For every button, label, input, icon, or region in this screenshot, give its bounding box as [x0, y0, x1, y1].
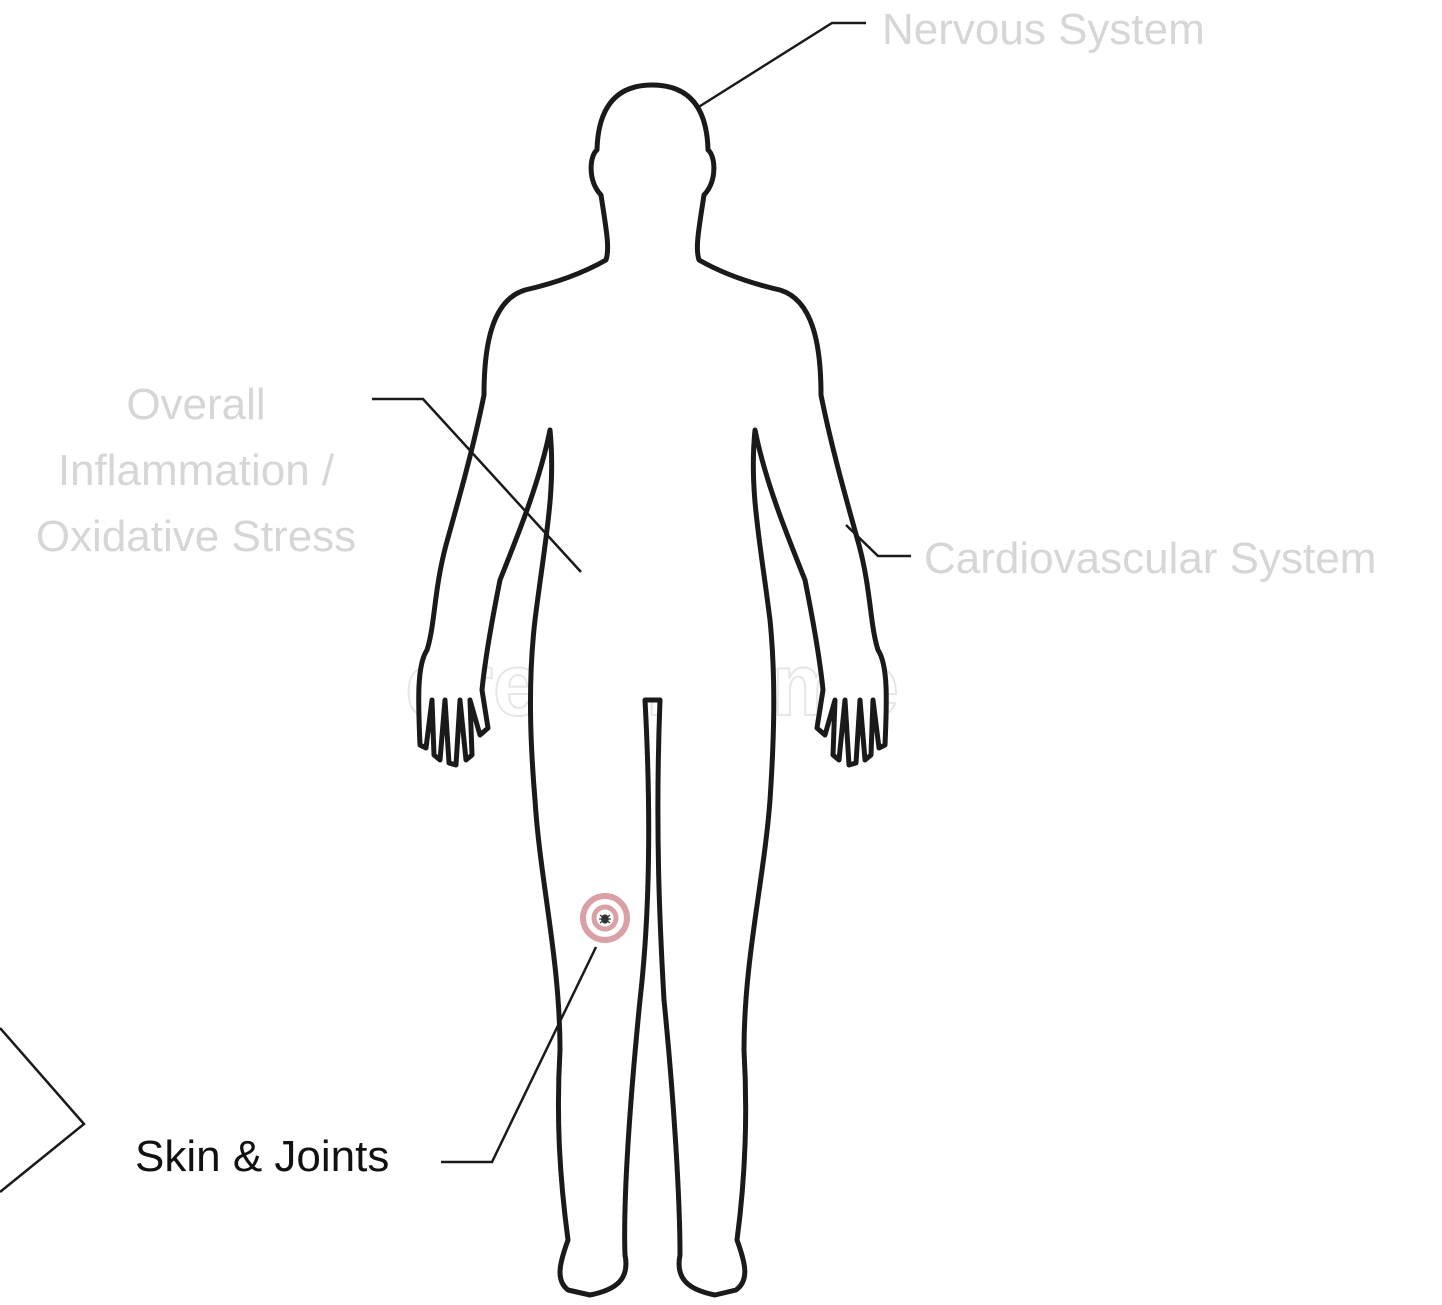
label-inflammation-line1: Overall: [10, 372, 382, 438]
label-nervous-system: Nervous System: [882, 8, 1205, 52]
nervous-connector: [697, 23, 866, 108]
tick-icon: [599, 915, 611, 923]
bullseye-icon: [583, 896, 627, 940]
label-inflammation-line3: Oxidative Stress: [10, 504, 382, 570]
chevron-right-icon: [0, 1028, 84, 1192]
label-inflammation: Overall Inflammation / Oxidative Stress: [10, 372, 382, 570]
label-inflammation-line2: Inflammation /: [10, 438, 382, 504]
label-skin-joints: Skin & Joints: [135, 1135, 389, 1179]
label-cardiovascular-system: Cardiovascular System: [924, 537, 1376, 581]
